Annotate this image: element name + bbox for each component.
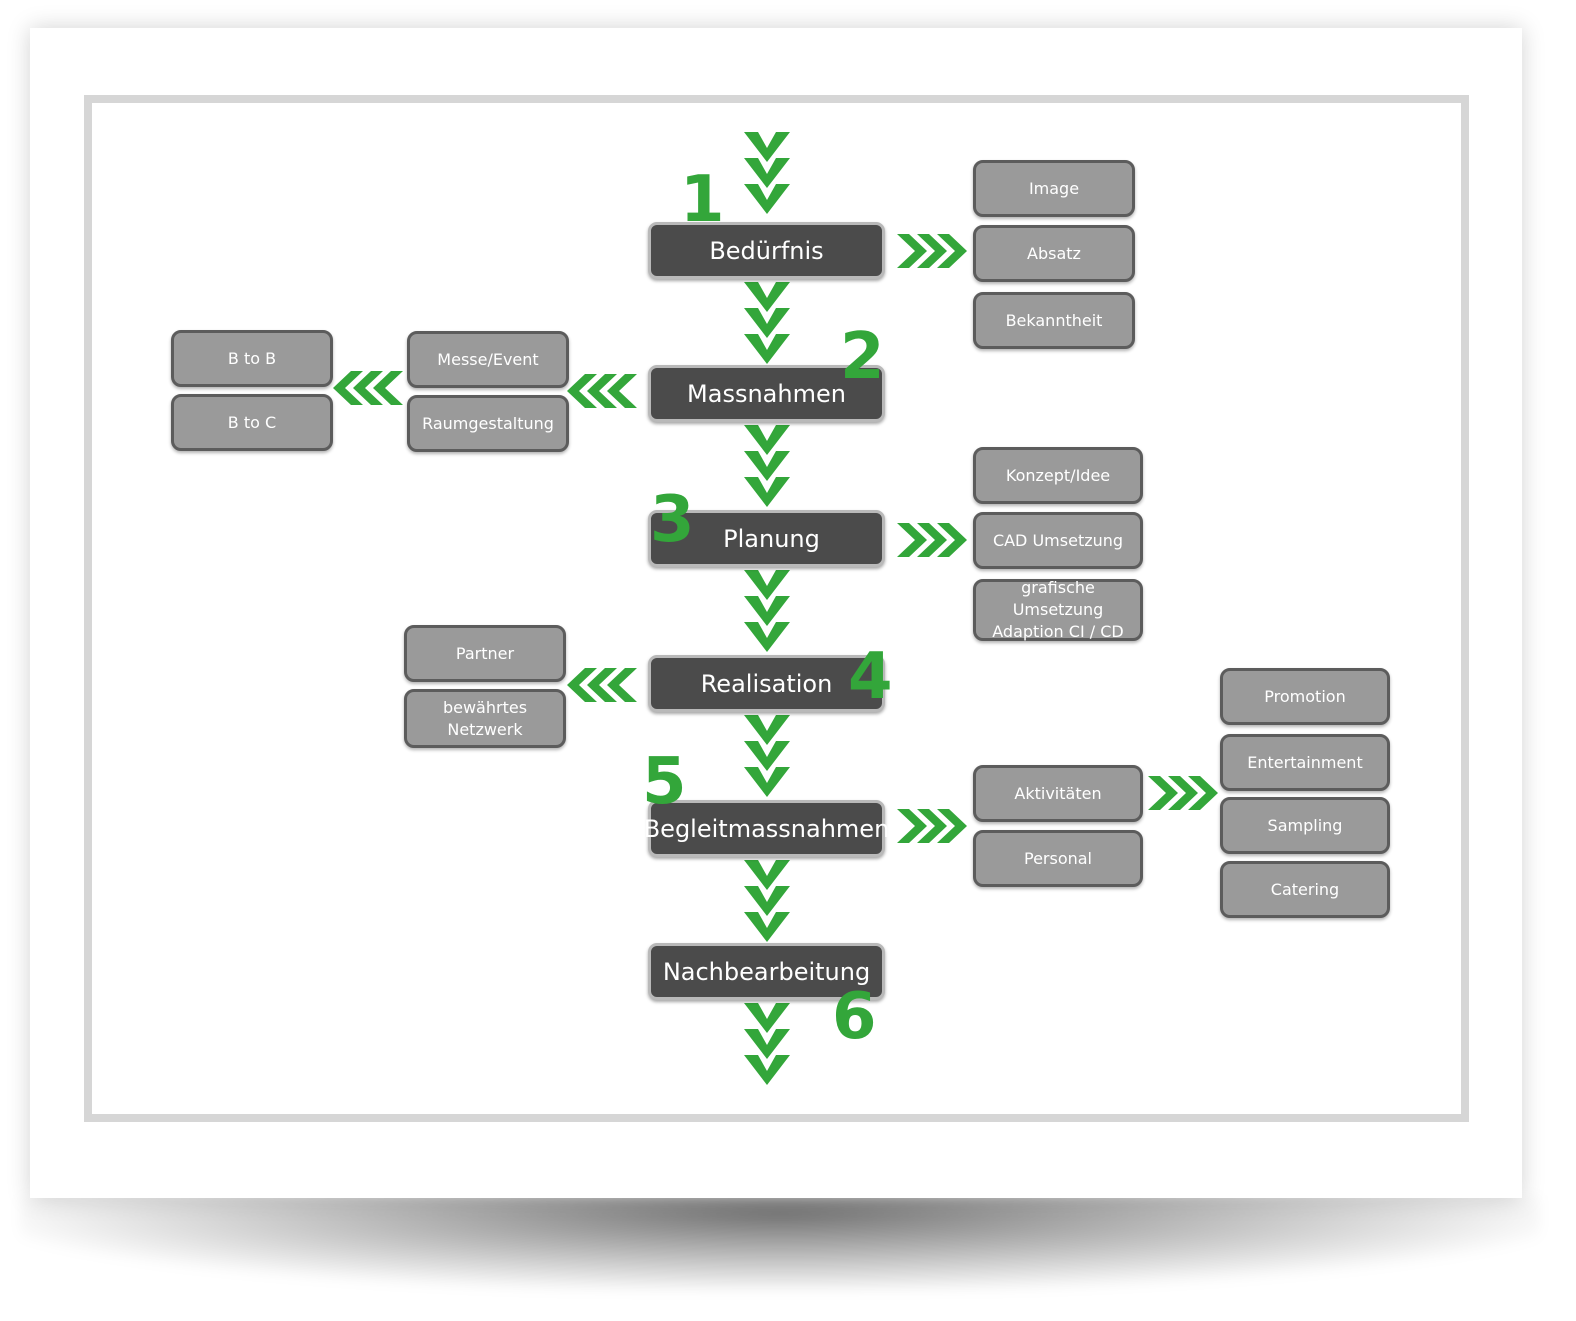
right-chevron-26 xyxy=(937,523,967,557)
right-chevron-32 xyxy=(1188,776,1218,810)
branch-absatz: Absatz xyxy=(973,225,1135,282)
down-chevron-3 xyxy=(744,282,790,312)
left-chevron-33 xyxy=(567,374,597,408)
right-chevron-25 xyxy=(917,523,947,557)
down-chevron-19 xyxy=(744,1029,790,1059)
step-number-1: 1 xyxy=(680,163,725,237)
down-chevron-1 xyxy=(744,158,790,188)
step-number-6: 6 xyxy=(832,980,877,1054)
branch-catering: Catering xyxy=(1220,861,1390,918)
branch-promotion: Promotion xyxy=(1220,668,1390,725)
down-chevron-9 xyxy=(744,570,790,600)
branch-aktivitaeten: Aktivitäten xyxy=(973,765,1143,822)
step-beduerfnis: Bedürfnis xyxy=(648,222,885,279)
branch-konzept-idee: Konzept/Idee xyxy=(973,447,1143,504)
step-begleitmassnahmen: Begleitmassnahmen xyxy=(644,800,889,857)
down-chevron-17 xyxy=(744,912,790,942)
down-chevron-14 xyxy=(744,767,790,797)
right-chevron-28 xyxy=(917,809,947,843)
step-number-2: 2 xyxy=(840,320,885,394)
branch-messe-event: Messe/Event xyxy=(407,331,569,388)
down-chevron-7 xyxy=(744,451,790,481)
branch-sampling: Sampling xyxy=(1220,797,1390,854)
branch-bewaehrtes-netzwerk: bewährtes Netzwerk xyxy=(404,689,566,748)
left-chevron-34 xyxy=(587,374,617,408)
branch-grafische-umsetzung: grafische Umsetzung Adaption CI / CD xyxy=(973,578,1143,641)
branch-entertainment: Entertainment xyxy=(1220,734,1390,791)
down-chevron-16 xyxy=(744,886,790,916)
branch-image: Image xyxy=(973,160,1135,217)
down-chevron-4 xyxy=(744,308,790,338)
right-chevron-24 xyxy=(897,523,927,557)
step-realisation: Realisation xyxy=(648,655,885,712)
branch-b-to-b: B to B xyxy=(171,330,333,387)
right-chevron-29 xyxy=(937,809,967,843)
down-chevron-13 xyxy=(744,741,790,771)
down-chevron-15 xyxy=(744,860,790,890)
down-chevron-0 xyxy=(744,132,790,162)
step-number-3: 3 xyxy=(650,483,695,557)
down-chevron-10 xyxy=(744,596,790,626)
right-chevron-30 xyxy=(1148,776,1178,810)
down-chevron-11 xyxy=(744,622,790,652)
down-chevron-2 xyxy=(744,184,790,214)
branch-cad-umsetzung: CAD Umsetzung xyxy=(973,512,1143,569)
left-chevron-35 xyxy=(607,374,637,408)
step-massnahmen: Massnahmen xyxy=(648,365,885,422)
step-nachbearbeitung: Nachbearbeitung xyxy=(648,943,885,1000)
left-chevron-39 xyxy=(567,668,597,702)
left-chevron-38 xyxy=(373,371,403,405)
down-chevron-8 xyxy=(744,477,790,507)
down-chevron-18 xyxy=(744,1003,790,1033)
step-planung: Planung xyxy=(648,510,885,567)
branch-bekanntheit: Bekanntheit xyxy=(973,292,1135,349)
branch-raumgestaltung: Raumgestaltung xyxy=(407,395,569,452)
down-chevron-20 xyxy=(744,1055,790,1085)
branch-partner: Partner xyxy=(404,625,566,682)
left-chevron-37 xyxy=(353,371,383,405)
left-chevron-40 xyxy=(587,668,617,702)
right-chevron-31 xyxy=(1168,776,1198,810)
left-chevron-36 xyxy=(333,371,363,405)
step-number-4: 4 xyxy=(848,640,893,714)
right-chevron-22 xyxy=(917,234,947,268)
step-number-5: 5 xyxy=(642,745,687,819)
branch-personal: Personal xyxy=(973,830,1143,887)
branch-b-to-c: B to C xyxy=(171,394,333,451)
right-chevron-27 xyxy=(897,809,927,843)
down-chevron-5 xyxy=(744,334,790,364)
right-chevron-21 xyxy=(897,234,927,268)
right-chevron-23 xyxy=(937,234,967,268)
down-chevron-12 xyxy=(744,715,790,745)
page-shadow xyxy=(20,1195,1540,1290)
left-chevron-41 xyxy=(607,668,637,702)
down-chevron-6 xyxy=(744,425,790,455)
